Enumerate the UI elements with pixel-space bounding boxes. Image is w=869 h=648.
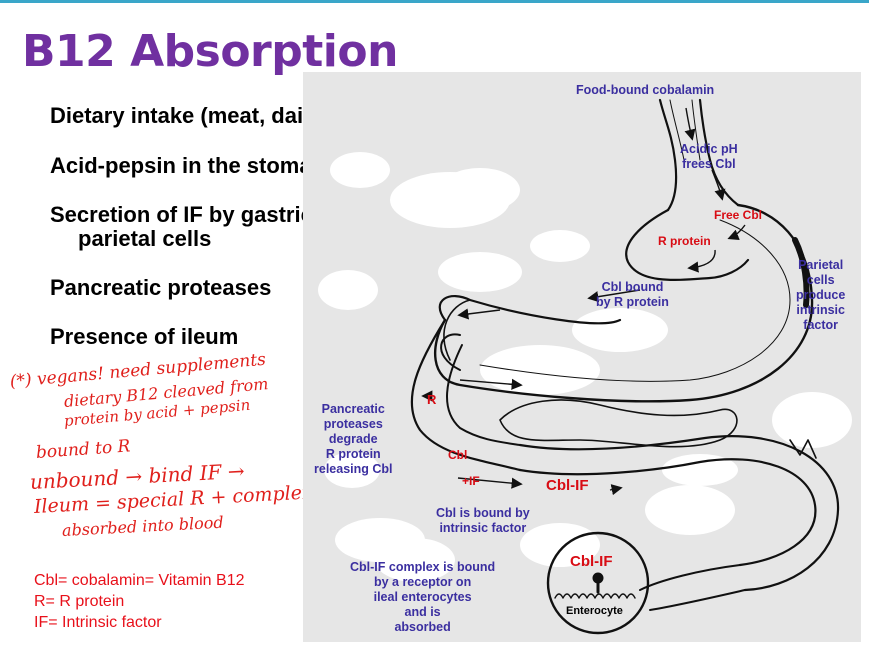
label-cbl-if-ileum: Cbl-IF <box>570 554 613 569</box>
label-line: intrinsic <box>796 303 845 318</box>
label-cbl-if-duodenum: Cbl-IF <box>546 478 589 493</box>
label-line: by a receptor on <box>350 575 495 590</box>
label-free-cbl: Free Cbl <box>714 208 762 223</box>
label-r-protein: R protein <box>658 234 711 249</box>
label-pancreatic-proteases: Pancreatic proteases degrade R protein r… <box>314 402 393 477</box>
label-line: absorbed <box>350 620 495 635</box>
label-line: frees Cbl <box>680 157 738 172</box>
label-cbl-bound-r: Cbl bound by R protein <box>596 280 669 310</box>
label-complex-absorbed: Cbl-IF complex is bound by a receptor on… <box>350 560 495 635</box>
label-r-marker: R <box>427 392 436 407</box>
label-line: and is <box>350 605 495 620</box>
label-line: factor <box>796 318 845 333</box>
label-acidic-ph: Acidic pH frees Cbl <box>680 142 738 172</box>
label-cbl-marker: Cbl <box>448 448 467 463</box>
label-line: degrade <box>314 432 393 447</box>
label-line: Pancreatic <box>314 402 393 417</box>
label-line: Acidic pH <box>680 142 738 157</box>
label-enterocyte: Enterocyte <box>566 604 623 619</box>
label-line: Cbl is bound by <box>436 506 530 521</box>
label-line: R protein <box>314 447 393 462</box>
label-food-bound-cobalamin: Food-bound cobalamin <box>576 83 714 98</box>
label-line: Parietal <box>796 258 845 273</box>
label-line: by R protein <box>596 295 669 310</box>
label-line: cells <box>796 273 845 288</box>
label-line: Cbl-IF complex is bound <box>350 560 495 575</box>
label-line: intrinsic factor <box>436 521 530 536</box>
label-line: ileal enterocytes <box>350 590 495 605</box>
label-line: produce <box>796 288 845 303</box>
label-if-marker: +IF <box>462 474 480 489</box>
label-line: proteases <box>314 417 393 432</box>
label-parietal-cells: Parietal cells produce intrinsic factor <box>796 258 845 333</box>
label-cbl-is-bound: Cbl is bound by intrinsic factor <box>436 506 530 536</box>
label-line: releasing Cbl <box>314 462 393 477</box>
label-line: Cbl bound <box>596 280 669 295</box>
